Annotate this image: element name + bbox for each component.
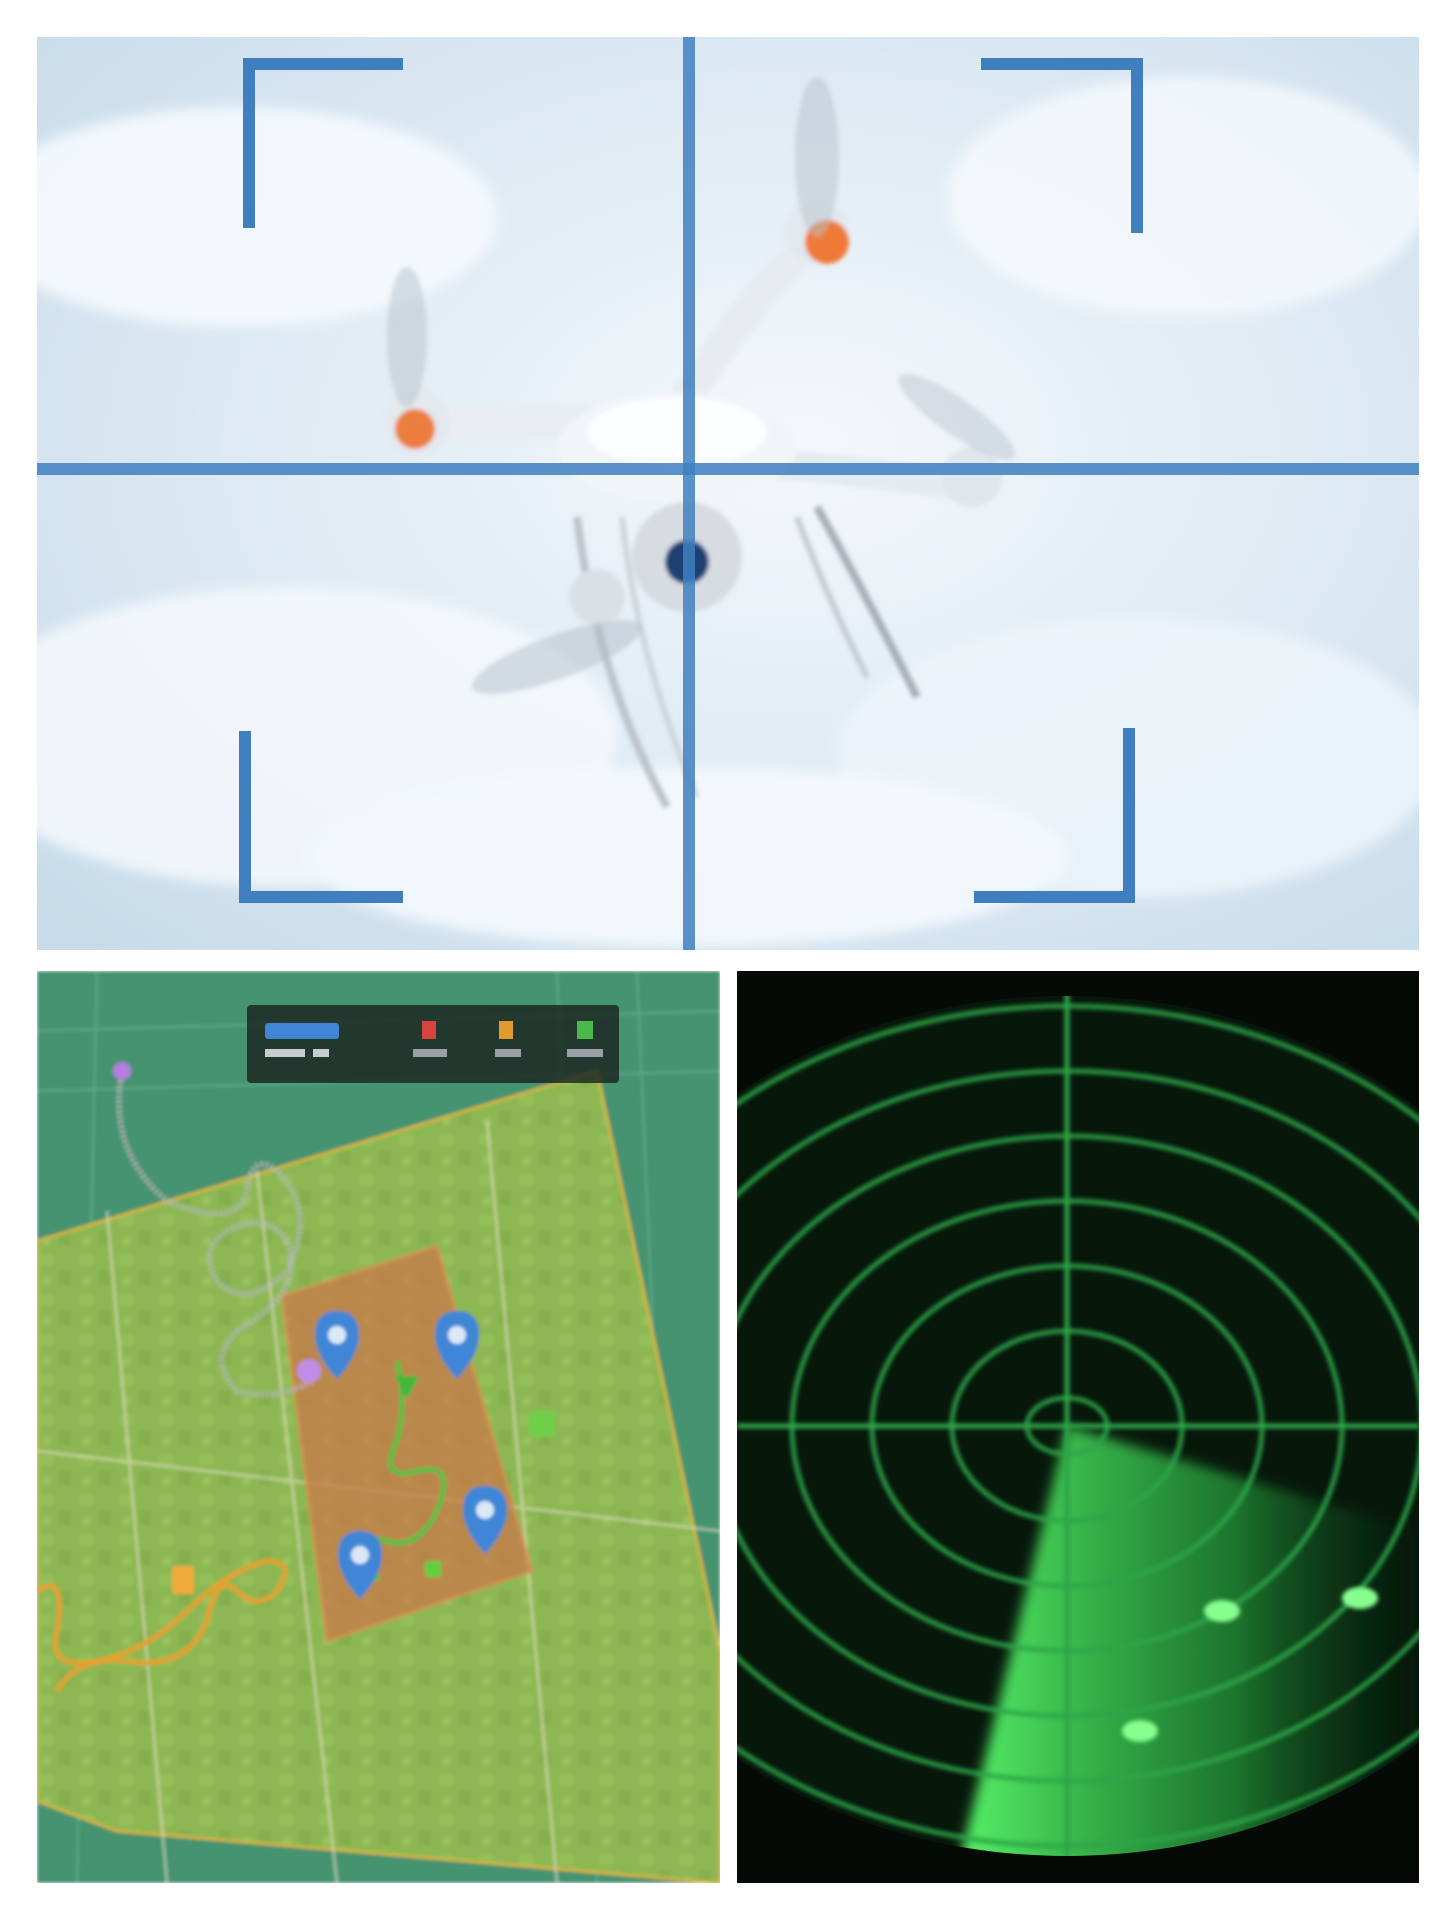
frame-corner-bottom-left [239, 731, 403, 903]
flight-path-orange [37, 1558, 288, 1693]
radar-scope-svg [737, 971, 1419, 1883]
satellite-map-panel [37, 971, 720, 1883]
radar-contacts [1122, 1587, 1378, 1742]
legend-item-2-swatch [422, 1021, 436, 1039]
radar-scope-panel [737, 971, 1419, 1883]
radar-contact-3[interactable] [1122, 1720, 1158, 1742]
frame-corner-top-left [243, 58, 403, 228]
legend-item-3-swatch [499, 1021, 513, 1039]
frame-corner-bottom-right [974, 728, 1135, 903]
frame-corner-top-right [981, 58, 1143, 233]
waypoint-green-triangle [395, 1376, 419, 1399]
flight-path-grey [116, 1070, 314, 1398]
map-marker-3[interactable] [463, 1486, 507, 1554]
waypoint-green-small [425, 1561, 441, 1577]
radar-crosshair [737, 996, 1419, 1856]
waypoint-orange [172, 1566, 194, 1594]
legend-item-1-swatch [265, 1023, 339, 1039]
crosshair-overlay [37, 37, 1419, 950]
map-marker-4[interactable] [338, 1531, 382, 1599]
map-marker-1[interactable] [315, 1311, 359, 1379]
waypoint-green-square [529, 1411, 555, 1437]
waypoint-purple-top [113, 1062, 131, 1080]
drone-target-svg [37, 37, 1419, 950]
drone-target-panel [37, 37, 1419, 950]
map-legend [247, 1005, 619, 1083]
satellite-map-svg [37, 971, 720, 1883]
flight-path-green [371, 1360, 447, 1582]
radar-contact-1[interactable] [1204, 1600, 1240, 1622]
map-marker-2[interactable] [435, 1311, 479, 1379]
radar-contact-2[interactable] [1342, 1587, 1378, 1609]
legend-item-4-swatch [577, 1021, 593, 1039]
waypoint-purple [297, 1359, 321, 1383]
